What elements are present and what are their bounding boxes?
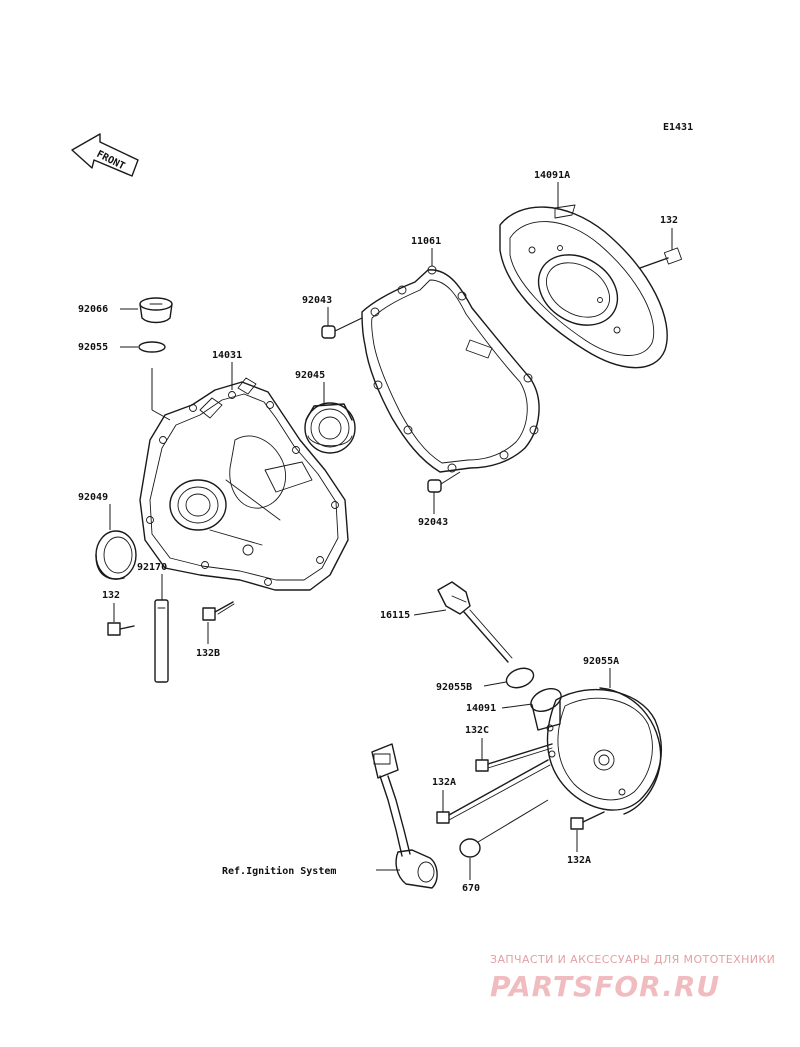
gasket-11061 <box>361 265 540 473</box>
part-label-92055: 92055 <box>78 342 108 353</box>
reference-ignition-system: Ref.Ignition System <box>222 865 336 877</box>
o-ring-92055 <box>138 341 166 353</box>
part-label-92066: 92066 <box>78 304 108 315</box>
part-label-14091: 14091 <box>466 703 496 714</box>
bolt-132-top <box>639 247 683 269</box>
dipstick-16115 <box>437 581 513 663</box>
bolt-132C <box>475 743 553 772</box>
part-label-11061: 11061 <box>411 236 441 247</box>
part-label-132A-right: 132A <box>567 855 591 866</box>
plug-cap-92066 <box>139 297 173 324</box>
part-label-92170: 92170 <box>137 562 167 573</box>
oil-seal-92049 <box>95 530 137 580</box>
part-label-132-left: 132 <box>102 590 120 601</box>
part-label-92043-top: 92043 <box>302 295 332 306</box>
part-label-132A-left: 132A <box>432 777 456 788</box>
part-label-132-top: 132 <box>660 215 678 226</box>
generator-cover-14031 <box>139 377 349 591</box>
part-label-16115: 16115 <box>380 610 410 621</box>
part-label-92043-bottom: 92043 <box>418 517 448 528</box>
part-label-92055A: 92055A <box>583 656 619 667</box>
bolt-132A-right <box>570 811 605 830</box>
watermark-tagline: ЗАПЧАСТИ И АКСЕССУАРЫ ДЛЯ МОТОТЕХНИКИ <box>490 953 775 966</box>
part-label-92045: 92045 <box>295 370 325 381</box>
cover-14091 <box>530 687 662 811</box>
part-label-92049: 92049 <box>78 492 108 503</box>
gasket-92055A <box>599 687 662 815</box>
bolt-132-left <box>107 622 135 636</box>
front-arrow-icon: FRONT <box>71 133 139 177</box>
part-label-670: 670 <box>462 883 480 894</box>
guide-plate-92170 <box>154 599 169 683</box>
cover-plate-14091A <box>499 204 668 369</box>
ignition-pickup-sensor <box>371 743 438 889</box>
part-label-132B: 132B <box>196 648 220 659</box>
part-label-14031: 14031 <box>212 350 242 361</box>
dowel-pin-92043-bottom <box>427 471 461 493</box>
bolt-132A-left <box>436 759 551 824</box>
part-label-92055B: 92055B <box>436 682 472 693</box>
watermark-brand: PARTSFOR.RU <box>490 970 720 1003</box>
part-label-14091A: 14091A <box>534 170 570 181</box>
bearing-92045 <box>304 402 356 454</box>
bolt-132B <box>202 601 235 621</box>
o-ring-670 <box>459 799 549 858</box>
diagram-code: E1431 <box>663 122 693 133</box>
o-ring-92055B <box>505 667 535 689</box>
part-label-132C: 132C <box>465 725 489 736</box>
